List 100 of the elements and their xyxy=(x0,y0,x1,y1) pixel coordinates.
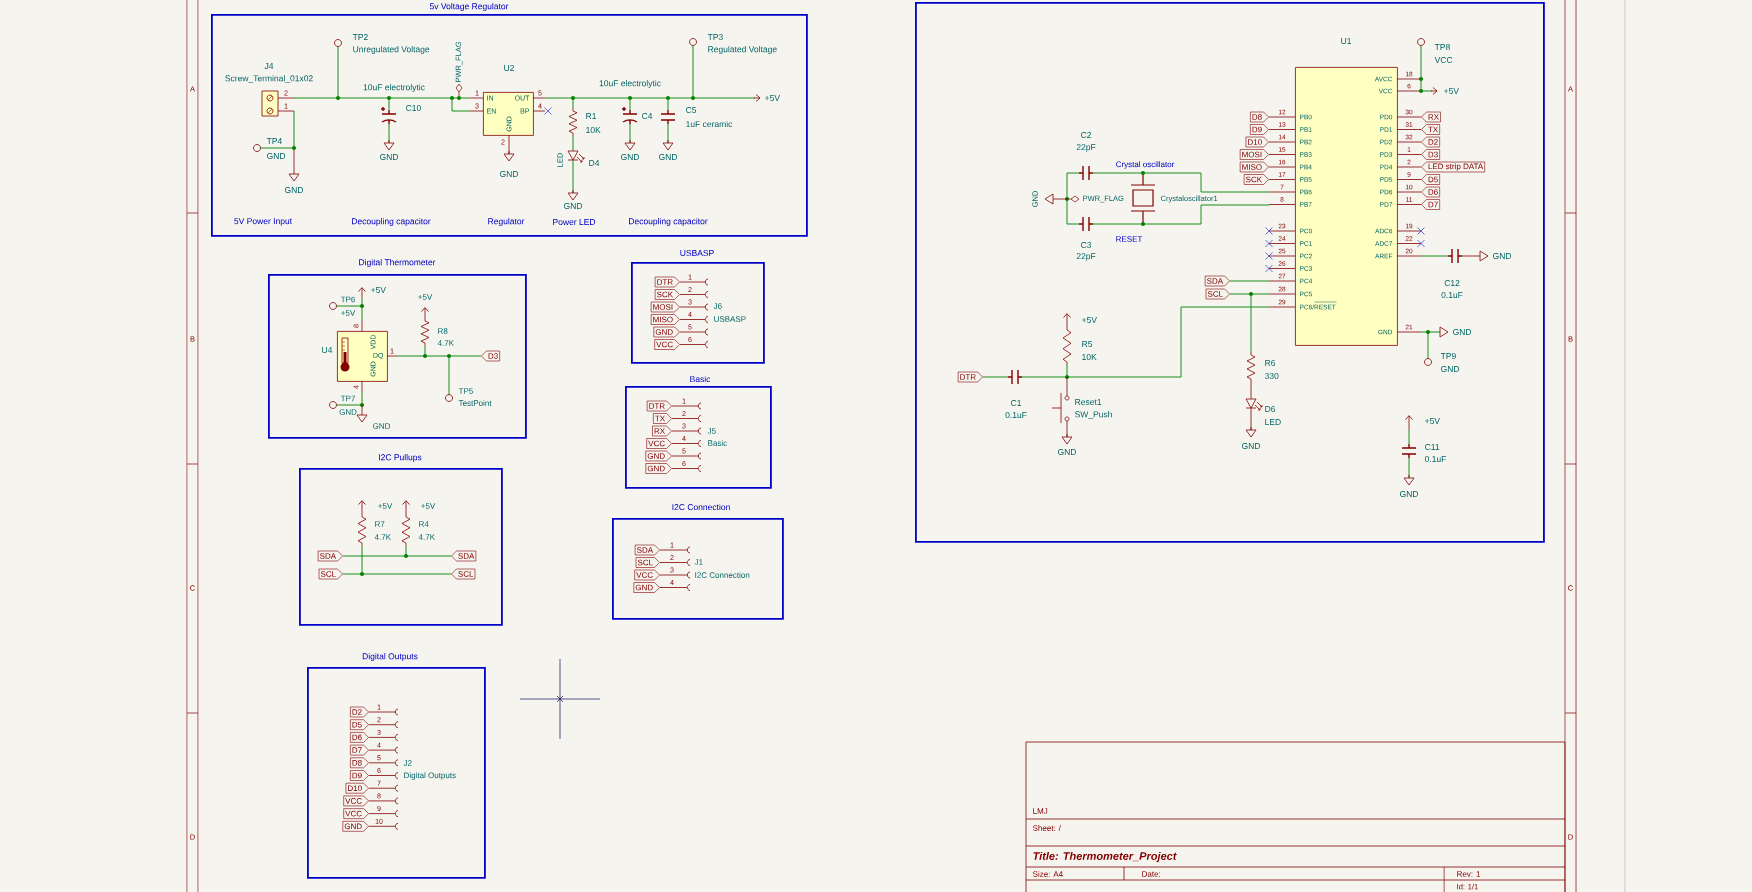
label: TP8 xyxy=(1434,44,1450,50)
net-label: VCC xyxy=(646,438,672,449)
label: TP7 xyxy=(340,395,355,402)
label: 0.1uF xyxy=(1441,292,1463,298)
label: D6 xyxy=(1265,406,1276,412)
label: C4 xyxy=(642,113,653,119)
label: Size: A4 xyxy=(1033,871,1063,877)
label: 4.7K xyxy=(374,534,391,540)
node-label: Digital Outputs xyxy=(362,653,418,661)
label: Rev: 1 xyxy=(1457,871,1481,877)
label: TP9 xyxy=(1440,353,1456,359)
label: 1uF ceramic xyxy=(686,120,733,128)
section-frame xyxy=(915,2,1545,543)
label: C1 xyxy=(1011,400,1022,406)
label: GND xyxy=(1441,366,1460,372)
net-label: VCC xyxy=(343,795,369,807)
net-label: LED strip DATA xyxy=(1421,161,1485,173)
net-label: SCL xyxy=(318,568,343,580)
label: GND xyxy=(500,171,519,177)
label: TP6 xyxy=(340,296,355,303)
net-label: DTR xyxy=(654,276,680,288)
label: USBASP xyxy=(714,316,746,322)
label: R4 xyxy=(419,521,429,527)
net-label: DTR xyxy=(957,371,983,383)
net-label: D6 xyxy=(1421,186,1440,198)
net-label: D10 xyxy=(345,782,369,794)
net-label: D5 xyxy=(1421,174,1440,185)
net-label: VCC xyxy=(654,339,680,350)
net-label: D3 xyxy=(1421,149,1440,160)
label: +5V xyxy=(418,294,433,300)
label: +5V xyxy=(371,287,386,293)
label: 5V Power Input xyxy=(234,218,292,226)
label: 330 xyxy=(1264,373,1279,379)
net-label: MISO xyxy=(1239,161,1269,173)
label: +5V xyxy=(1082,317,1097,323)
node-label: USBASP xyxy=(680,250,714,257)
net-label: D2 xyxy=(1421,136,1440,148)
label: 0.1uF xyxy=(1424,456,1446,462)
net-label: GND xyxy=(653,326,680,338)
label: RESET xyxy=(1116,236,1143,242)
label: Regulator xyxy=(488,218,525,226)
net-label: VCC xyxy=(343,808,369,819)
net-label: SDA xyxy=(1204,275,1230,287)
label: J6 xyxy=(713,303,722,309)
label: 4.7K xyxy=(418,534,435,540)
net-label: D6 xyxy=(350,732,369,743)
label: GND xyxy=(1400,491,1419,497)
label: TP3 xyxy=(707,34,723,40)
label: GND xyxy=(1058,449,1077,455)
net-label: D7 xyxy=(1421,199,1440,210)
label: C3 xyxy=(1081,242,1092,248)
net-label: D7 xyxy=(350,744,369,756)
label: R5 xyxy=(1082,341,1093,347)
net-label: SCL xyxy=(635,557,660,568)
label: D4 xyxy=(589,160,600,166)
label: Regulated Voltage xyxy=(708,46,777,54)
net-label: RX xyxy=(1421,111,1441,123)
label: LMJ xyxy=(1033,808,1048,814)
net-label: GND xyxy=(633,582,660,593)
net-label: GND xyxy=(645,463,672,474)
label: Power LED xyxy=(553,219,596,225)
label: GND xyxy=(1242,443,1261,449)
label: GND xyxy=(1493,253,1512,259)
label: J1 xyxy=(694,559,703,565)
net-label: GND xyxy=(342,821,369,832)
net-label: D9 xyxy=(350,770,369,781)
net-label: GND xyxy=(645,450,672,462)
node-label: I2C Pullups xyxy=(379,454,422,462)
net-label: RX xyxy=(652,425,672,437)
label: C11 xyxy=(1425,444,1440,450)
label: +5V xyxy=(1425,418,1440,424)
label: GND xyxy=(339,409,357,415)
label: 22pF xyxy=(1076,144,1096,152)
label: TP4 xyxy=(266,138,282,144)
label: R6 xyxy=(1265,360,1276,366)
net-label: SDA xyxy=(317,550,343,562)
net-label: SCK xyxy=(654,289,680,300)
label: C10 xyxy=(406,105,421,111)
label: VCC xyxy=(1434,57,1453,63)
net-label: SDA xyxy=(634,544,660,556)
label: 10uF electrolytic xyxy=(599,80,661,88)
label: J5 xyxy=(707,428,716,434)
label: 10K xyxy=(1082,354,1097,360)
label: C5 xyxy=(686,107,697,113)
label: Digital Outputs xyxy=(404,772,456,780)
label: Sheet: / xyxy=(1033,825,1061,831)
label: Basic xyxy=(708,440,727,446)
label: TestPoint xyxy=(458,400,492,406)
label: +5V xyxy=(378,503,393,509)
label: GND xyxy=(373,423,390,429)
net-label: VCC xyxy=(634,569,660,581)
label: GND xyxy=(267,153,286,159)
node-label: 5v Voltage Regulator xyxy=(429,3,509,11)
label: LED xyxy=(1265,419,1281,425)
node-label: Basic xyxy=(690,375,711,383)
net-label: SCL xyxy=(1205,288,1230,300)
net-label: D8 xyxy=(350,757,369,769)
net-label: TX xyxy=(653,413,672,424)
label: 0.1uF xyxy=(1005,412,1027,418)
net-label: D10 xyxy=(1245,136,1269,148)
